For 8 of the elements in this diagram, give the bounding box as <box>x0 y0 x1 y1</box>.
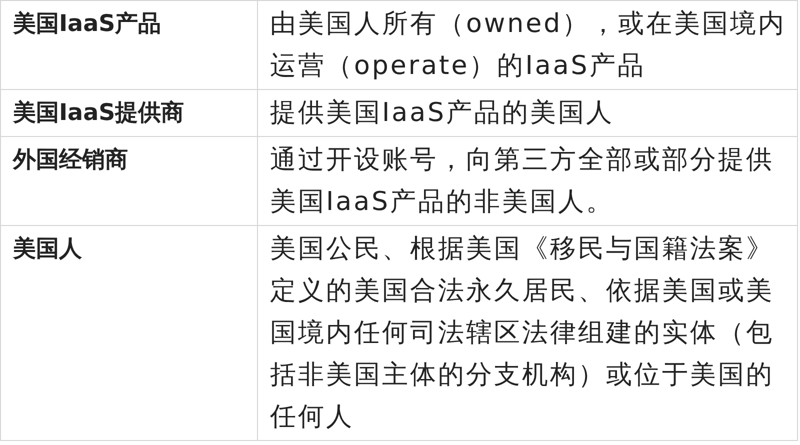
definition-text: 通过开设账号，向第三方全部或部分提供美国IaaS产品的非美国人。 <box>270 145 774 217</box>
term-text: 美国IaaS提供商 <box>13 100 184 126</box>
term-text: 外国经销商 <box>13 147 128 173</box>
term-text: 美国人 <box>13 236 82 262</box>
definition-text: 提供美国IaaS产品的美国人 <box>270 98 614 128</box>
definition-text: 由美国人所有（owned），或在美国境内运营（operate）的IaaS产品 <box>270 9 786 81</box>
term-text: 美国IaaS产品 <box>13 11 162 37</box>
definition-text: 美国公民、根据美国《移民与国籍法案》定义的美国合法永久居民、依据美国或美国境内任何司法辖区法律组建的实体（包括非美国主体的分支机构）或位于美国的任何人 <box>270 234 774 432</box>
